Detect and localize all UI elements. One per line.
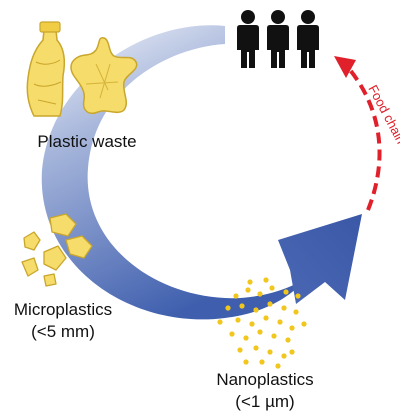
nanoplastic-particle [293, 309, 299, 315]
nanoplastic-particle [259, 359, 265, 365]
nanoplastic-particle [249, 321, 255, 327]
nanoplastic-particle [237, 347, 243, 353]
nanoplastic-particle [289, 349, 295, 355]
nanoplastic-particle [263, 315, 269, 321]
nanoplastic-particle [245, 287, 251, 293]
microplastics-label: Microplastics [13, 300, 113, 319]
nanoplastic-particle [229, 331, 235, 337]
nanoplastic-particle [283, 289, 289, 295]
nanoplastic-particle [225, 305, 231, 311]
nanoplastic-particle [275, 363, 281, 369]
nanoplastic-particle [281, 305, 287, 311]
nanoplastic-particle [253, 307, 259, 313]
nanoplastic-particle [281, 353, 287, 359]
food-chain-arrow [334, 56, 382, 211]
nanoplastic-particle [271, 333, 277, 339]
fragment [49, 213, 77, 237]
nanoplastic-particle [285, 337, 291, 343]
people-icon [237, 10, 319, 68]
nanoplastic-particle [289, 325, 295, 331]
plastic-bottle-icon [26, 21, 66, 117]
nanoplastics-label: Nanoplastics [216, 370, 314, 389]
food-chain-label: Food chain [365, 82, 400, 146]
nanoplastic-particles [217, 277, 307, 369]
plastic-bag-icon [70, 36, 138, 114]
fragment [65, 235, 93, 259]
nanoplastic-particle [277, 319, 283, 325]
nanoplastic-particle [217, 319, 223, 325]
nanoplastic-particle [257, 329, 263, 335]
fragment [43, 245, 67, 271]
cycle-arrow-head [278, 214, 362, 304]
nanoplastics-size-label: (<1 µm) [235, 392, 295, 411]
microplastic-fragments [21, 213, 93, 287]
nanoplastic-particle [257, 291, 263, 297]
nanoplastic-particle [267, 301, 273, 307]
nanoplastic-particle [247, 279, 253, 285]
nanoplastic-particle [295, 293, 301, 299]
nanoplastic-particle [243, 359, 249, 365]
nanoplastic-particle [243, 335, 249, 341]
nanoplastic-particle [263, 277, 269, 283]
nanoplastic-particle [239, 303, 245, 309]
fragment [21, 257, 39, 277]
microplastics-size-label: (<5 mm) [31, 322, 95, 341]
nanoplastic-particle [267, 349, 273, 355]
fragment [43, 273, 57, 287]
plastic-waste-label: Plastic waste [37, 132, 137, 151]
nanoplastic-particle [301, 321, 307, 327]
nanoplastic-particle [253, 345, 259, 351]
nanoplastic-particle [233, 293, 239, 299]
nanoplastic-particle [235, 317, 241, 323]
nanoplastic-particle [269, 285, 275, 291]
fragment [23, 231, 41, 251]
